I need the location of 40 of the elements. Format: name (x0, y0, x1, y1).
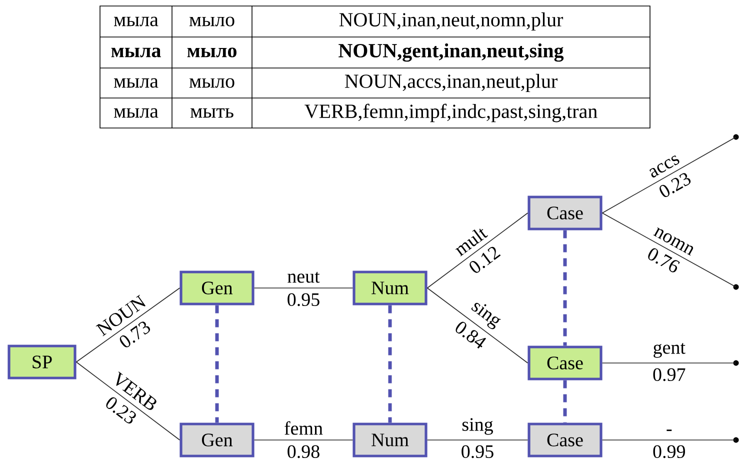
state-box: Gen (180, 422, 254, 458)
probability-label: 0.95 (462, 445, 494, 458)
probability-label: 0.99 (653, 445, 685, 458)
edge-label: gent (654, 343, 686, 358)
table-cell: VERB,femn,impf,indc,past,sing,tran (304, 104, 598, 122)
branch-line (602, 212, 736, 288)
edge-label: neut (288, 272, 320, 283)
edge-label: - (666, 430, 672, 432)
state-box: Case (528, 196, 602, 230)
dashed-link (563, 230, 567, 346)
edge-label: sing (462, 418, 493, 435)
table-cell: мыла (114, 108, 158, 118)
table-cell: мыла (114, 16, 158, 26)
table-cell: NOUN,inan,neut,nomn,plur (339, 12, 564, 31)
state-box: Case (528, 422, 602, 458)
branch-line (426, 288, 528, 364)
state-box: Num (352, 422, 428, 458)
state-box: Case (528, 346, 602, 380)
branch-line (602, 136, 736, 214)
branch-line (602, 362, 736, 364)
table-cell: NOUN,accs,inan,neut,plur (344, 74, 558, 92)
branch-line (426, 212, 528, 288)
state-box: Gen (180, 270, 254, 306)
table-cell: мыла (114, 78, 158, 88)
table-cell: мыть (190, 108, 234, 118)
table-cell: мыло (189, 16, 234, 26)
probability-label: 0.98 (288, 445, 320, 458)
table-cell: мыло (189, 78, 234, 88)
dashed-link (215, 305, 219, 423)
edge-label: femn (284, 421, 323, 435)
state-box: Num (352, 270, 428, 306)
branch-line (76, 362, 180, 440)
branch-line (76, 288, 180, 362)
probability-label: 0.95 (288, 293, 320, 306)
table-cell: мыло (187, 48, 236, 58)
table-cell: мыла (111, 48, 161, 58)
table-cell: NOUN,gent,inan,neut,sing (338, 43, 564, 62)
dashed-link (388, 305, 392, 423)
probability-label: 0.97 (653, 368, 686, 382)
state-box: SP (8, 344, 76, 380)
